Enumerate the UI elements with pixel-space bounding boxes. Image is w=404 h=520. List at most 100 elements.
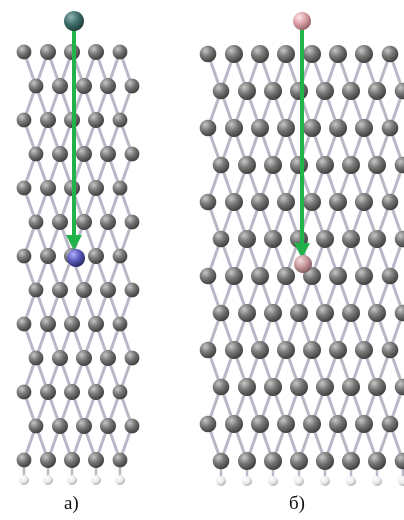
carbon-atom [290, 82, 308, 100]
caption-a: а) [64, 493, 79, 514]
carbon-atom [264, 156, 282, 174]
carbon-atom [290, 304, 308, 322]
carbon-atom [394, 156, 404, 174]
carbon-atom [100, 214, 116, 230]
carbon-atom [52, 418, 68, 434]
hydrogen-atom [372, 476, 382, 486]
carbon-atom [277, 193, 295, 211]
carbon-atom [394, 304, 404, 322]
carbon-atom [303, 119, 321, 137]
carbon-atom [88, 112, 104, 128]
carbon-atom [277, 119, 295, 137]
carbon-atom [329, 45, 347, 63]
carbon-atom [40, 44, 56, 60]
carbon-atom [199, 193, 217, 211]
carbon-atom [100, 282, 116, 298]
carbon-atom [329, 193, 347, 211]
carbon-atom [76, 78, 92, 94]
carbon-atom [112, 248, 128, 264]
carbon-atom [381, 45, 399, 63]
carbon-atom [316, 304, 334, 322]
carbon-atom [212, 452, 230, 470]
carbon-atom [394, 82, 404, 100]
hydrogen-atom [320, 476, 330, 486]
carbon-atom [16, 316, 32, 332]
carbon-atom [277, 45, 295, 63]
carbon-atom [199, 45, 217, 63]
carbon-atom [251, 119, 269, 137]
carbon-atom [238, 82, 256, 100]
carbon-atom [368, 82, 386, 100]
carbon-atom [316, 230, 334, 248]
carbon-atom [100, 146, 116, 162]
carbon-atom [368, 156, 386, 174]
carbon-atom [124, 418, 140, 434]
carbon-atom [88, 248, 104, 264]
carbon-atom [368, 304, 386, 322]
carbon-atom [112, 384, 128, 400]
carbon-atom [28, 214, 44, 230]
hydrogens-b [216, 476, 404, 486]
hydrogen-atom [346, 476, 356, 486]
carbon-atom [277, 341, 295, 359]
carbon-atom [329, 415, 347, 433]
carbon-atom [238, 378, 256, 396]
carbon-atom [264, 82, 282, 100]
carbon-atom [40, 316, 56, 332]
carbon-atom [342, 156, 360, 174]
carbon-atom [16, 44, 32, 60]
nanotube-a [16, 44, 140, 485]
carbon-atom [355, 119, 373, 137]
carbon-atom [212, 156, 230, 174]
carbon-atom [303, 415, 321, 433]
carbon-atom [52, 214, 68, 230]
carbon-atom [251, 45, 269, 63]
carbon-atom [199, 341, 217, 359]
carbon-atom [100, 418, 116, 434]
adsorbed-atom-b-start [293, 12, 311, 30]
adsorbed-atom-b-end [294, 255, 312, 273]
hydrogen-atom [19, 475, 29, 485]
carbon-atom [316, 378, 334, 396]
carbon-atom [342, 378, 360, 396]
adsorbed-atom-a-end [67, 249, 85, 267]
carbon-atom [76, 350, 92, 366]
carbon-atom [277, 267, 295, 285]
carbon-atom [52, 282, 68, 298]
carbon-atom [342, 82, 360, 100]
carbon-atom [124, 282, 140, 298]
carbon-atom [76, 418, 92, 434]
carbon-atom [88, 44, 104, 60]
carbon-atom [112, 112, 128, 128]
caption-b: б) [289, 493, 305, 514]
carbon-atom [342, 452, 360, 470]
carbon-atom [52, 350, 68, 366]
carbon-atom [124, 214, 140, 230]
carbon-atom [225, 415, 243, 433]
carbon-atom [212, 304, 230, 322]
hydrogen-atom [398, 476, 404, 486]
carbon-atom [316, 156, 334, 174]
carbon-atom [40, 112, 56, 128]
carbon-atom [52, 146, 68, 162]
adsorbed-atom-a-start [64, 11, 84, 31]
carbon-atom [112, 316, 128, 332]
carbon-atom [28, 350, 44, 366]
carbon-atom [368, 452, 386, 470]
carbon-atom [112, 180, 128, 196]
carbon-atom [124, 78, 140, 94]
hydrogen-atom [268, 476, 278, 486]
carbon-atom [355, 45, 373, 63]
carbon-atom [76, 282, 92, 298]
carbon-atom [88, 180, 104, 196]
carbon-atom [251, 193, 269, 211]
carbon-atom [112, 44, 128, 60]
carbon-atom [76, 146, 92, 162]
carbon-atom [394, 378, 404, 396]
carbon-atom [64, 384, 80, 400]
carbon-atom [381, 267, 399, 285]
carbon-atom [381, 119, 399, 137]
carbon-atom [64, 316, 80, 332]
hydrogen-atom [294, 476, 304, 486]
carbon-atom [329, 119, 347, 137]
